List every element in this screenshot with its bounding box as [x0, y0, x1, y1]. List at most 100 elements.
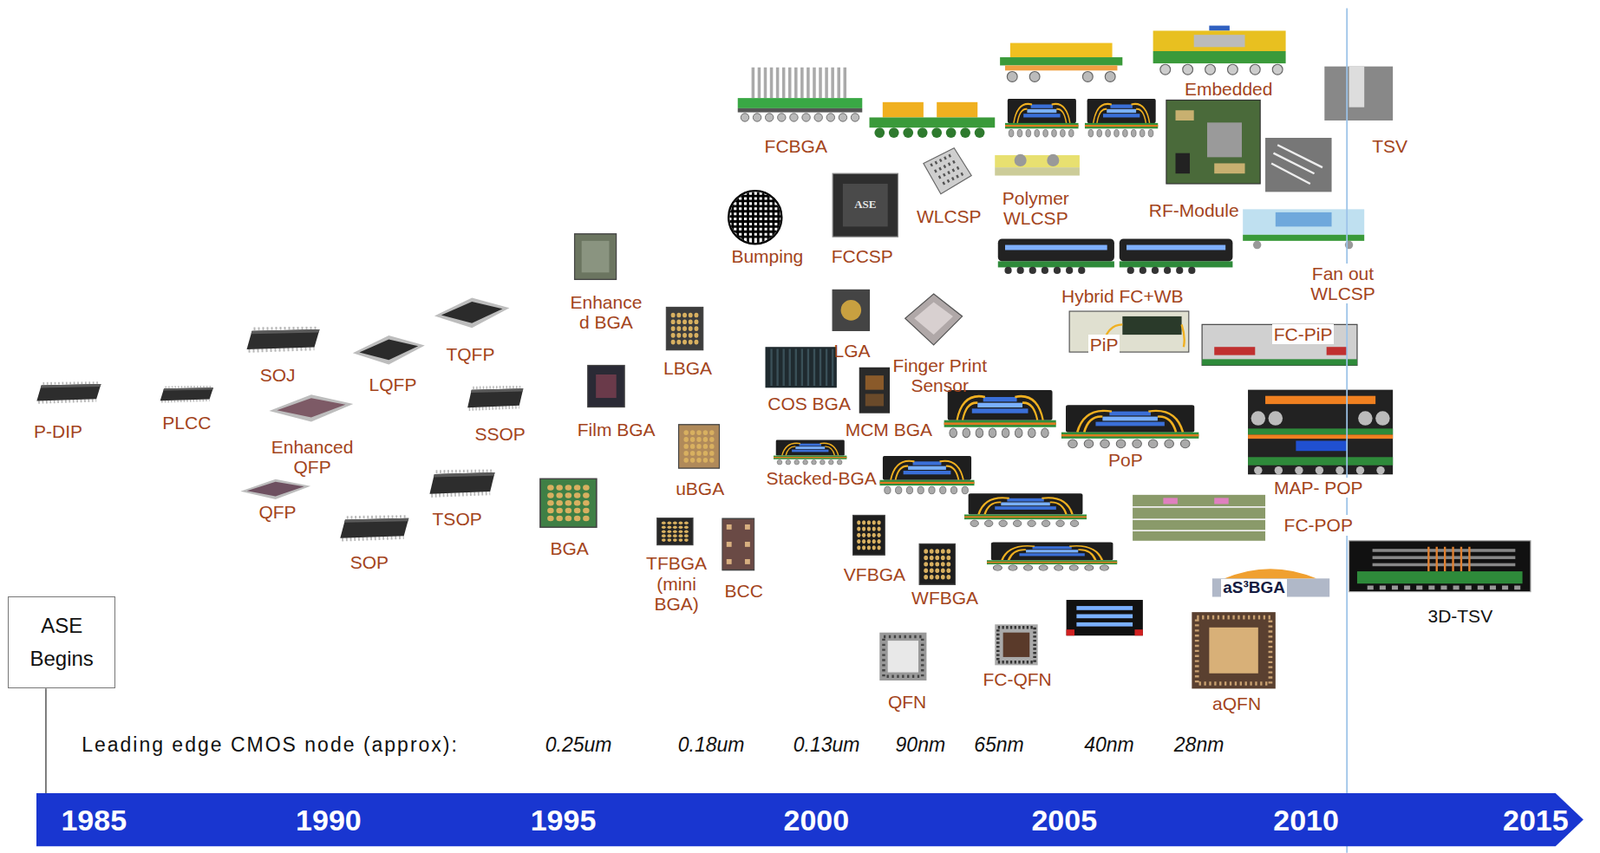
two-chip-board — [936, 102, 978, 118]
year-2010-line — [1345, 8, 1348, 853]
pdip-package — [36, 382, 101, 403]
hybrid-section — [1041, 267, 1049, 275]
mcm-bga-package — [865, 393, 884, 406]
package-label: Finger Print Sensor — [883, 355, 996, 396]
bcc-package — [744, 542, 751, 548]
3d-tsv-section — [1349, 541, 1531, 593]
stacked-die-sections — [879, 456, 974, 495]
fc-pip-section — [1214, 346, 1255, 355]
embedded-package — [1272, 64, 1283, 75]
aqfn-package — [1208, 627, 1258, 674]
package-label: Embedded — [1184, 78, 1274, 99]
package-label: FC-QFN — [982, 669, 1052, 690]
fcbga-package — [777, 113, 786, 122]
package-label: QFN — [888, 692, 927, 712]
package-sections — [1005, 98, 1158, 138]
sem-image — [1265, 137, 1332, 192]
hybrid-section — [1163, 267, 1171, 275]
embedded-package — [1153, 30, 1287, 52]
fan-out-section — [1242, 208, 1365, 249]
rf-module — [1175, 110, 1195, 121]
two-chip-board — [917, 127, 928, 138]
fingerprint-sensor — [905, 293, 963, 346]
enhanced-qfp-package — [268, 394, 353, 422]
fan-out-section — [1253, 241, 1261, 249]
stacked-bga-section — [773, 440, 848, 466]
package-label: Stacked-BGA — [766, 468, 877, 489]
hybrid-section — [1065, 267, 1073, 275]
fcbga-package — [740, 113, 859, 122]
fcbga-package — [737, 97, 863, 109]
hybrid-section — [1127, 267, 1135, 275]
hybrid-section — [1017, 267, 1025, 275]
aqfn-package — [1191, 612, 1275, 689]
red-stack-section — [1066, 629, 1075, 636]
bcc-package — [726, 559, 732, 565]
map-pop-section — [1358, 411, 1372, 425]
rf-module — [1166, 99, 1261, 183]
wlcsp-die — [930, 155, 964, 184]
fc-qfn-package — [998, 627, 1035, 663]
cos-bga-package — [764, 346, 836, 388]
map-pop-section — [1247, 457, 1393, 465]
enhanced-bga-package — [581, 241, 610, 273]
tsop-package — [429, 470, 495, 497]
hybrid-section — [1053, 267, 1061, 275]
embedded-package — [1160, 64, 1171, 75]
package-label: Fan out WLCSP — [1295, 263, 1392, 304]
cmos-node-label: 0.18um — [678, 734, 745, 757]
red-stack-section — [1076, 622, 1133, 627]
polymer-wlcsp-section — [994, 154, 1080, 177]
tfbga-package — [657, 518, 693, 546]
fc-pip-section — [1201, 359, 1358, 366]
cos-bga-package — [764, 346, 836, 388]
3d-tsv-section — [1428, 547, 1470, 572]
package-label: SOP — [350, 552, 389, 573]
hybrid-section — [1119, 261, 1234, 268]
package-label: FC-POP — [1282, 515, 1355, 536]
bga-package — [540, 478, 597, 528]
stacked-die-sections — [986, 542, 1118, 571]
lbga-package — [666, 306, 703, 350]
package-label: aS³BGA — [1221, 579, 1287, 598]
fan-out-section — [1345, 241, 1353, 249]
package-label: MCM BGA — [845, 419, 933, 440]
qfn-package — [879, 633, 927, 681]
map-pop-section — [1268, 411, 1283, 425]
package-label: aQFN — [1212, 693, 1261, 714]
embedded-package — [1205, 64, 1216, 75]
fc-pip-section — [1201, 324, 1358, 366]
cmos-node-label: 65nm — [973, 734, 1025, 757]
wfbga-package — [919, 543, 955, 585]
film-bga-package — [587, 365, 625, 407]
package-label: TSV — [1371, 136, 1408, 157]
package-label: TSOP — [432, 509, 483, 529]
fingerprint-sensor — [914, 301, 954, 335]
fan-out-section — [1242, 208, 1365, 235]
rf-module — [1166, 99, 1261, 183]
fc-pop-section — [1162, 497, 1177, 504]
bumping-wafer — [728, 190, 782, 244]
fc-pop-section — [1132, 495, 1266, 542]
tsv-image — [1324, 66, 1393, 121]
embedded-package — [1249, 64, 1261, 75]
tfbga-package — [657, 518, 693, 546]
pip-section — [1122, 316, 1182, 335]
timeline-band: 1985199019952000200520102015 — [36, 793, 1584, 847]
map-pop-section — [1253, 466, 1262, 475]
top-module-section — [1082, 71, 1093, 83]
package-label: Film BGA — [577, 419, 656, 440]
tqfp-package — [434, 297, 510, 328]
stacked-die-sections — [964, 493, 1087, 527]
3d-tsv-section — [1357, 571, 1523, 584]
stacked-bga-section — [773, 440, 848, 466]
hybrid-section — [998, 261, 1115, 268]
pip-section — [1069, 311, 1189, 353]
cmos-node-label: 0.25um — [545, 734, 613, 757]
package-label: FC-PiP — [1272, 324, 1335, 345]
plcc-package — [160, 386, 214, 403]
polymer-wlcsp-section — [1014, 154, 1027, 167]
package-label: Bumping — [731, 246, 804, 267]
sem-image — [1265, 137, 1332, 192]
